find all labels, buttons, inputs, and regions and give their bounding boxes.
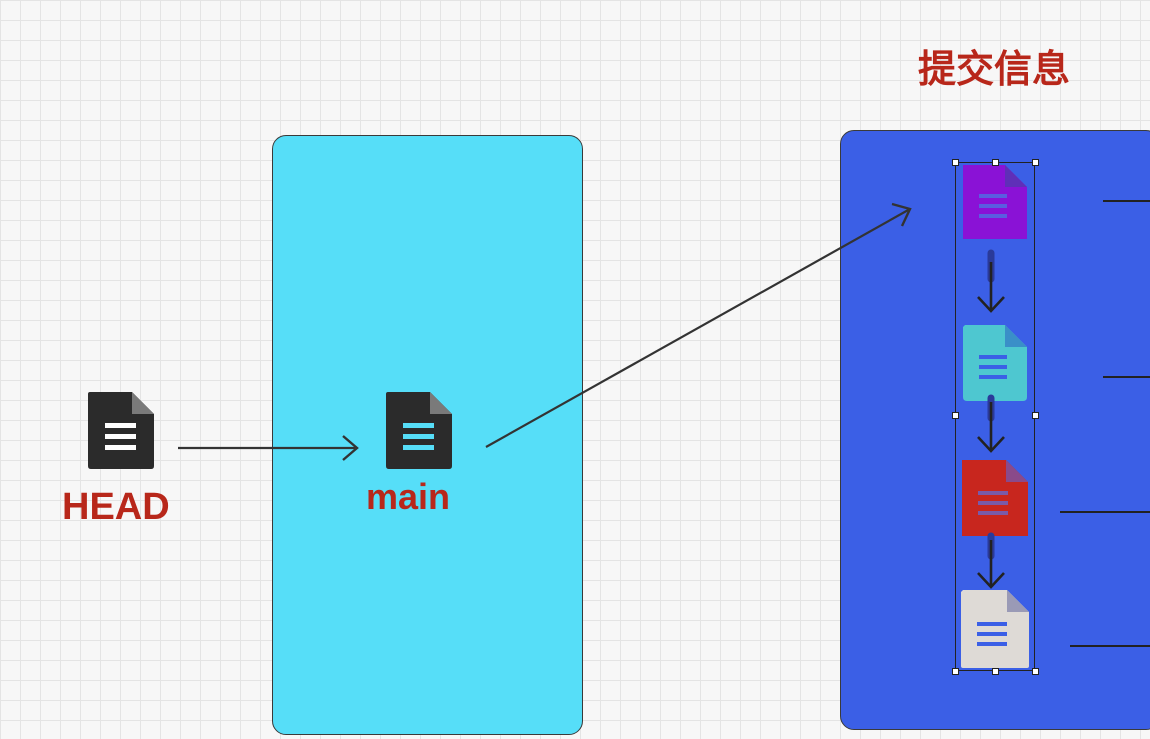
resize-handle-top-left[interactable] [952, 159, 959, 166]
commit-3-to-4-arrow [977, 532, 1005, 589]
commit-1-connector-line [1103, 200, 1150, 202]
selection-box[interactable] [955, 162, 1035, 671]
commit-4-connector-line [1070, 645, 1150, 647]
branch-label: main [366, 476, 451, 517]
commit-1-document-icon[interactable] [961, 163, 1029, 241]
head-to-main-arrowhead [342, 435, 359, 461]
resize-handle-top[interactable] [992, 159, 999, 166]
main-to-commit-arrowhead [891, 202, 912, 227]
commit-2-document-icon[interactable] [961, 323, 1029, 403]
main-to-commit-arrow[interactable] [485, 208, 911, 448]
commit-3-document-icon[interactable] [960, 458, 1030, 538]
resize-handle-bottom-right[interactable] [1032, 668, 1039, 675]
branch-document-icon[interactable] [384, 390, 454, 470]
commit-info-title: 提交信息 [918, 47, 1071, 91]
commit-2-to-3-arrow [977, 394, 1005, 453]
resize-handle-left[interactable] [952, 412, 959, 419]
head-label: HEAD [62, 486, 170, 528]
commit-3-connector-line [1060, 511, 1150, 513]
commit-2-connector-line [1103, 376, 1150, 378]
resize-handle-right[interactable] [1032, 412, 1039, 419]
resize-handle-bottom-left[interactable] [952, 668, 959, 675]
resize-handle-bottom[interactable] [992, 668, 999, 675]
resize-handle-top-right[interactable] [1032, 159, 1039, 166]
commit-4-document-icon[interactable] [959, 588, 1031, 670]
head-document-icon[interactable] [86, 390, 156, 470]
commit-1-to-2-arrow [977, 249, 1005, 313]
